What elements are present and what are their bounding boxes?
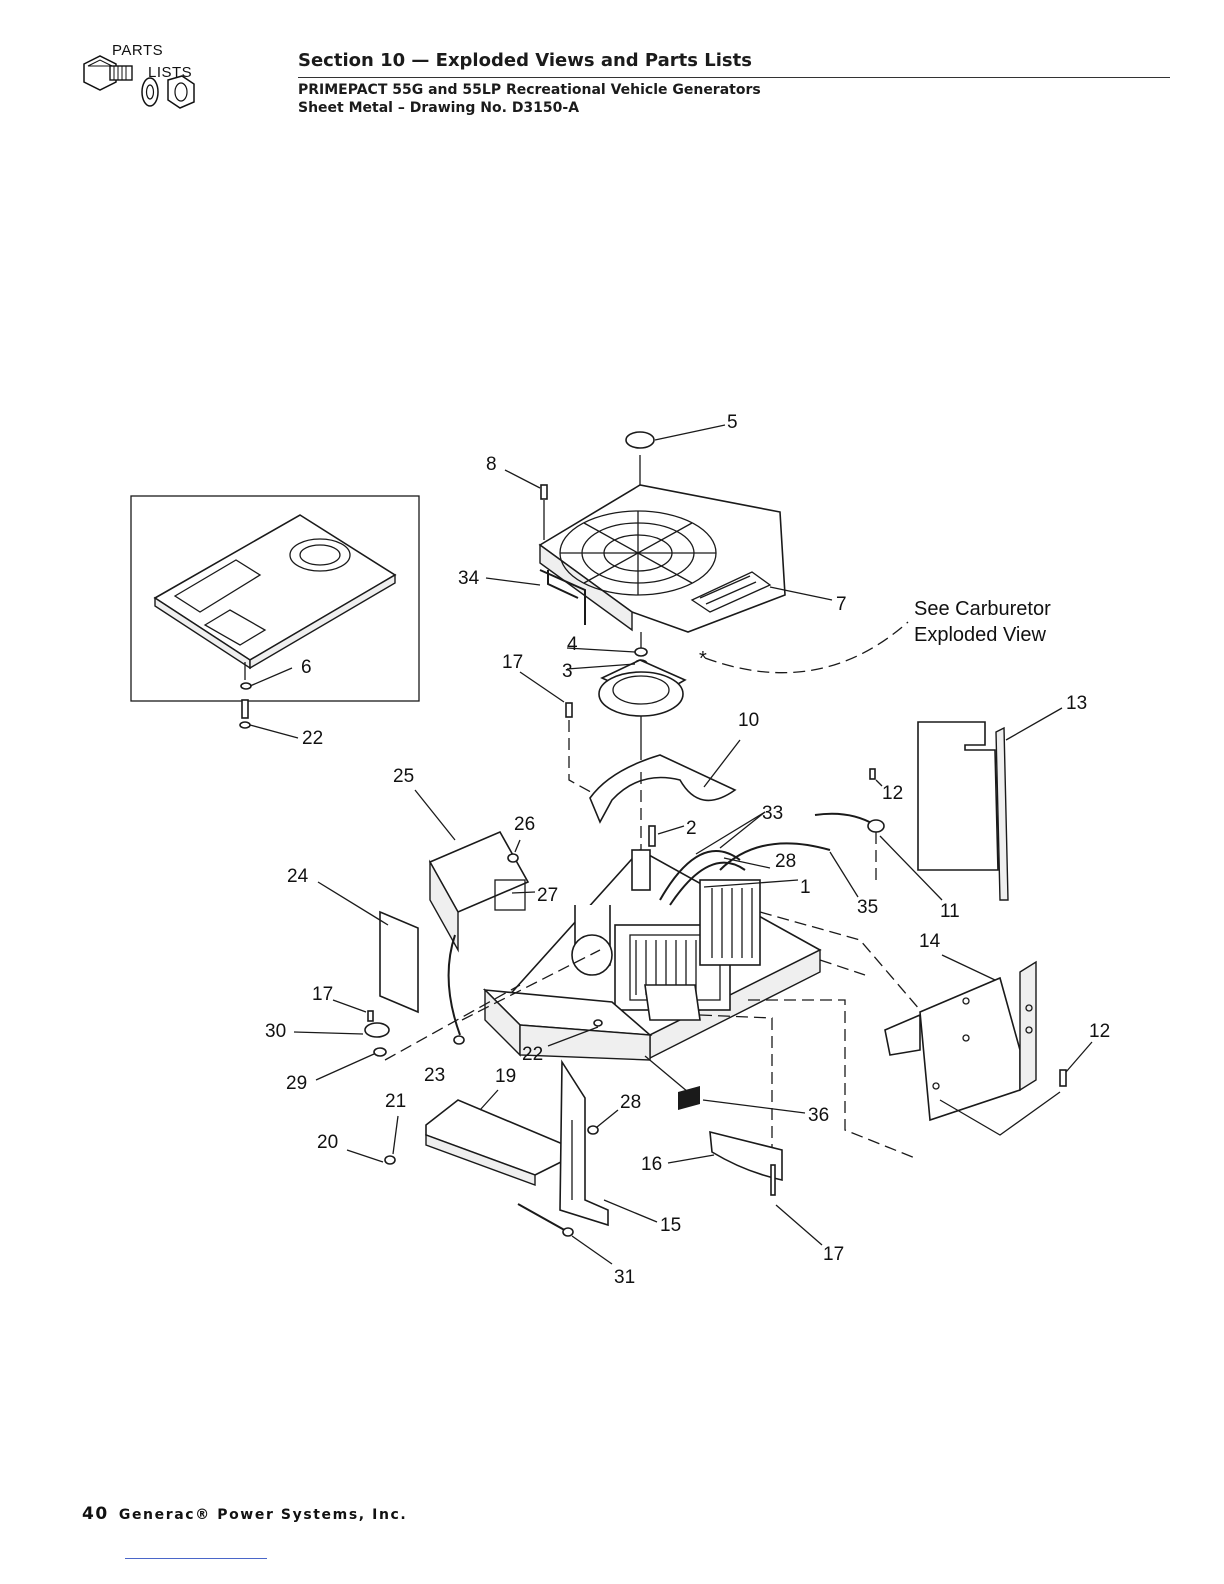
company-name: Generac® Power Systems, Inc. [118, 1507, 408, 1523]
callout-label: 34 [458, 568, 480, 589]
callout-label: 3 [562, 661, 573, 682]
callout-label: 1 [800, 877, 811, 898]
end-panel-25 [414, 789, 530, 953]
callout-label: 12 [1089, 1021, 1110, 1042]
plug-cap [625, 431, 655, 449]
callout-label: 27 [537, 885, 558, 906]
bracket-19 [425, 1089, 566, 1187]
callout-label: 13 [1066, 693, 1087, 714]
callout-label: 31 [614, 1267, 635, 1288]
product-subtitle: PRIMEPACT 55G and 55LP Recreational Vehi… [298, 82, 761, 98]
callout-label: 12 [882, 783, 903, 804]
callout-label: 22 [522, 1044, 543, 1065]
svg-text:*: * [699, 648, 707, 670]
page-number: 40 [82, 1504, 109, 1524]
callout-label: 28 [620, 1092, 641, 1113]
link-underline [125, 1558, 267, 1559]
callout-label: 10 [738, 710, 759, 731]
top-cover-panel [538, 484, 786, 633]
side-panel-14 [884, 954, 1061, 1136]
callout-label: 22 [302, 728, 323, 749]
page-footer: 40 Generac® Power Systems, Inc. [82, 1504, 407, 1524]
bolt-washer-nut-icon [83, 55, 195, 109]
callout-label: 19 [495, 1066, 516, 1087]
screw-part [540, 484, 548, 500]
callout-label: 15 [660, 1215, 681, 1236]
callout-label: 23 [424, 1065, 445, 1086]
callout-label: 6 [301, 657, 312, 678]
callout-label: 8 [486, 454, 497, 475]
blower-fan [566, 632, 687, 760]
callout-label: 33 [762, 803, 783, 824]
callout-label: 24 [287, 866, 309, 887]
logo-word-lists: LISTS [148, 64, 193, 81]
callout-label: 17 [312, 984, 333, 1005]
callout-label: 28 [775, 851, 796, 872]
callout-label: 2 [686, 818, 697, 839]
parts-lists-logo: PARTS LISTS [70, 42, 220, 132]
logo-word-parts: PARTS [112, 42, 164, 59]
callout-label: 30 [265, 1021, 286, 1042]
handle-part [539, 569, 586, 625]
scroll-housing [589, 754, 737, 824]
guard-16 [709, 1130, 783, 1181]
drawing-number: Sheet Metal – Drawing No. D3150-A [298, 100, 580, 116]
page-header: Section 10 — Exploded Views and Parts Li… [298, 50, 1170, 116]
callout-label: 25 [393, 766, 414, 787]
callout-label: 29 [286, 1073, 307, 1094]
section-title: Section 10 — Exploded Views and Parts Li… [298, 50, 1170, 78]
callout-label: 16 [641, 1154, 662, 1175]
rail-15 [559, 1059, 658, 1227]
callout-label: 7 [836, 594, 847, 615]
callout-label: 4 [567, 634, 578, 655]
carburetor-note-line1: See Carburetor [914, 598, 1051, 620]
inset-base-frame [130, 495, 420, 739]
callout-label: 11 [940, 901, 960, 922]
callout-label: 35 [857, 897, 878, 918]
callout-label: 21 [385, 1091, 406, 1112]
callout-label: 14 [919, 931, 941, 952]
carburetor-note-line2: Exploded View [914, 624, 1047, 646]
engine-assembly [571, 811, 831, 1021]
callout-label: 26 [514, 814, 535, 835]
front-rail [482, 988, 653, 1061]
callout-label: 17 [823, 1244, 844, 1265]
panel-24 [379, 910, 419, 1014]
callout-label: 17 [502, 652, 523, 673]
callout-label: 36 [808, 1105, 829, 1126]
callout-label: 5 [727, 412, 738, 433]
side-panel-13 [917, 707, 1063, 901]
callout-label: 20 [317, 1132, 338, 1153]
